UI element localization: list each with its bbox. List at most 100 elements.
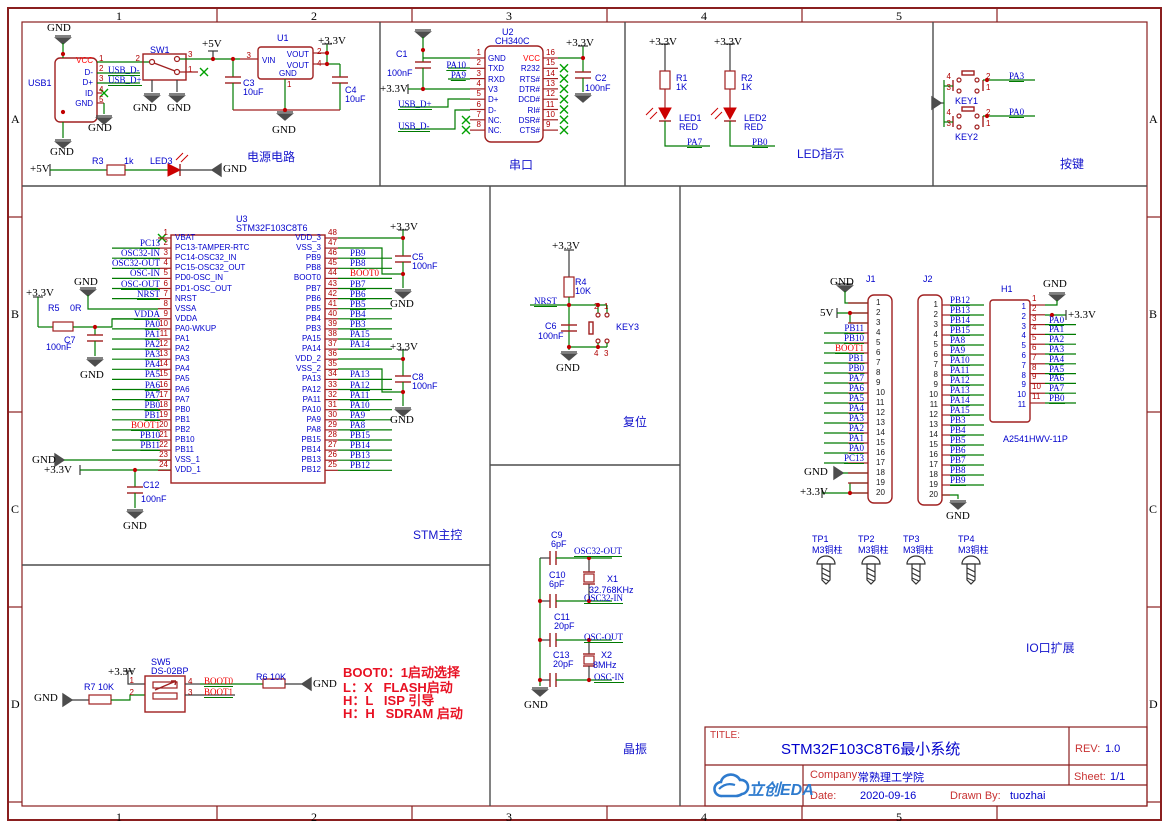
- net-label[interactable]: PA12: [950, 375, 970, 386]
- pin-number[interactable]: 43: [328, 278, 337, 288]
- crystal-circuit[interactable]: [531, 551, 612, 697]
- net-label[interactable]: PB5: [350, 298, 366, 310]
- pin-number[interactable]: 16: [159, 379, 168, 389]
- pin-number[interactable]: 19: [876, 478, 885, 487]
- net-label[interactable]: PA0: [144, 318, 160, 330]
- pin-number[interactable]: 3: [604, 349, 609, 358]
- net-label[interactable]: OSC-IN: [594, 672, 625, 683]
- net-label[interactable]: OSC-OUT: [120, 278, 160, 290]
- net-label[interactable]: OSC32-IN: [584, 593, 624, 604]
- pin-number[interactable]: 8: [476, 120, 481, 130]
- power-net-flag[interactable]: +3.3V: [380, 83, 408, 95]
- pin-number[interactable]: 1: [986, 119, 991, 128]
- section-title[interactable]: STM主控: [413, 528, 463, 542]
- component-designator[interactable]: STM32F103C8T6: [236, 223, 308, 233]
- pin-number[interactable]: 7: [163, 288, 168, 298]
- pin-number[interactable]: 10: [1032, 382, 1041, 392]
- net-label[interactable]: PA14: [350, 339, 370, 351]
- component-designator[interactable]: M3铜柱: [858, 545, 889, 555]
- pin-name[interactable]: DTR#: [519, 84, 540, 94]
- pin-number[interactable]: 39: [328, 318, 337, 328]
- pin-number[interactable]: 32: [328, 389, 337, 399]
- net-label[interactable]: PB1: [144, 409, 160, 421]
- pin-number[interactable]: 47: [328, 238, 337, 248]
- net-label[interactable]: PA9: [950, 345, 966, 356]
- pin-number[interactable]: 25: [328, 460, 337, 470]
- pin-number[interactable]: 14: [929, 430, 938, 439]
- pin-name[interactable]: D+: [82, 78, 93, 87]
- section-title[interactable]: 按键: [1060, 157, 1085, 171]
- component-designator[interactable]: TP4: [958, 534, 975, 544]
- component-designator[interactable]: 100nF: [412, 381, 438, 391]
- component-designator[interactable]: 10uF: [345, 94, 366, 104]
- pin-name[interactable]: PA0-WKUP: [175, 323, 217, 333]
- power-net-flag[interactable]: GND: [390, 298, 414, 310]
- pin-name[interactable]: 7: [1021, 360, 1026, 370]
- power-net-flag[interactable]: GND: [390, 414, 414, 426]
- pin-name[interactable]: PB11: [175, 445, 194, 455]
- component-designator[interactable]: 6pF: [549, 579, 565, 589]
- pin-name[interactable]: PB7: [305, 283, 321, 293]
- component-designator[interactable]: C8: [412, 372, 424, 382]
- pin-name[interactable]: RI#: [527, 105, 540, 115]
- pin-number[interactable]: 14: [546, 68, 555, 78]
- power-net-flag[interactable]: GND: [88, 122, 112, 134]
- pin-number[interactable]: 10: [929, 390, 938, 399]
- pin-number[interactable]: 1: [287, 80, 292, 89]
- pin-number[interactable]: 15: [929, 440, 938, 449]
- pin-number[interactable]: 30: [328, 409, 337, 419]
- pin-name[interactable]: VDD_1: [175, 465, 201, 475]
- power-net-flag[interactable]: GND: [830, 276, 854, 288]
- pin-number[interactable]: 18: [159, 399, 168, 409]
- component-designator[interactable]: TP3: [903, 534, 920, 544]
- component-designator[interactable]: CH340C: [495, 36, 530, 46]
- component-designator[interactable]: C11: [554, 612, 570, 622]
- pin-name[interactable]: PB6: [305, 293, 321, 303]
- net-label[interactable]: OSC32-OUT: [111, 258, 160, 270]
- net-label[interactable]: PA6: [144, 379, 160, 391]
- pin-number[interactable]: 12: [876, 408, 885, 417]
- net-label[interactable]: PA1: [848, 433, 864, 444]
- pin-name[interactable]: PA14: [302, 344, 321, 354]
- pin-number[interactable]: 1: [188, 65, 193, 74]
- pin-name[interactable]: PB15: [301, 435, 321, 444]
- pin-number[interactable]: 3: [476, 68, 481, 78]
- pin-name[interactable]: VOUT: [286, 61, 309, 70]
- power-net-flag[interactable]: GND: [223, 163, 247, 175]
- pin-number[interactable]: 11: [159, 329, 168, 338]
- boot-note[interactable]: H：L ISP 引导: [343, 693, 435, 708]
- power-net-flag[interactable]: GND: [34, 692, 58, 704]
- net-label[interactable]: PB11: [844, 323, 864, 334]
- net-label[interactable]: PB5: [950, 435, 966, 446]
- pin-name[interactable]: RXD: [488, 74, 505, 84]
- net-label[interactable]: OSC-IN: [129, 268, 160, 280]
- component-designator[interactable]: TP1: [812, 534, 829, 544]
- component-designator[interactable]: 100nF: [46, 342, 72, 352]
- pin-number[interactable]: 9: [933, 380, 938, 389]
- pin-number[interactable]: 2: [986, 72, 991, 81]
- net-label[interactable]: PA4: [848, 403, 864, 414]
- net-label[interactable]: PB4: [950, 425, 966, 436]
- pin-number[interactable]: 4: [594, 349, 599, 358]
- net-label[interactable]: PA5: [144, 369, 160, 381]
- pin-number[interactable]: 9: [1032, 372, 1037, 382]
- net-label[interactable]: PB6: [950, 445, 966, 456]
- net-label[interactable]: PB1: [848, 353, 864, 364]
- net-label[interactable]: PB14: [350, 440, 371, 452]
- component-designator[interactable]: R7 10K: [84, 682, 115, 692]
- pin-number[interactable]: 3: [876, 318, 881, 327]
- pin-number[interactable]: 14: [876, 428, 885, 437]
- pin-number[interactable]: 2: [99, 64, 104, 73]
- pin-name[interactable]: PA2: [175, 344, 190, 354]
- net-label[interactable]: PC13: [843, 453, 864, 464]
- component-designator[interactable]: M3铜柱: [958, 545, 989, 555]
- pin-number[interactable]: 5: [1032, 333, 1037, 343]
- pin-name[interactable]: RTS#: [519, 74, 540, 84]
- pin-number[interactable]: 2: [933, 310, 938, 319]
- capacitor-c3[interactable]: [225, 59, 241, 110]
- pin-number[interactable]: 38: [328, 329, 337, 338]
- net-label[interactable]: PA3: [1049, 344, 1065, 355]
- component-designator[interactable]: 10K: [575, 286, 592, 296]
- power-net-flag[interactable]: GND: [1043, 278, 1067, 290]
